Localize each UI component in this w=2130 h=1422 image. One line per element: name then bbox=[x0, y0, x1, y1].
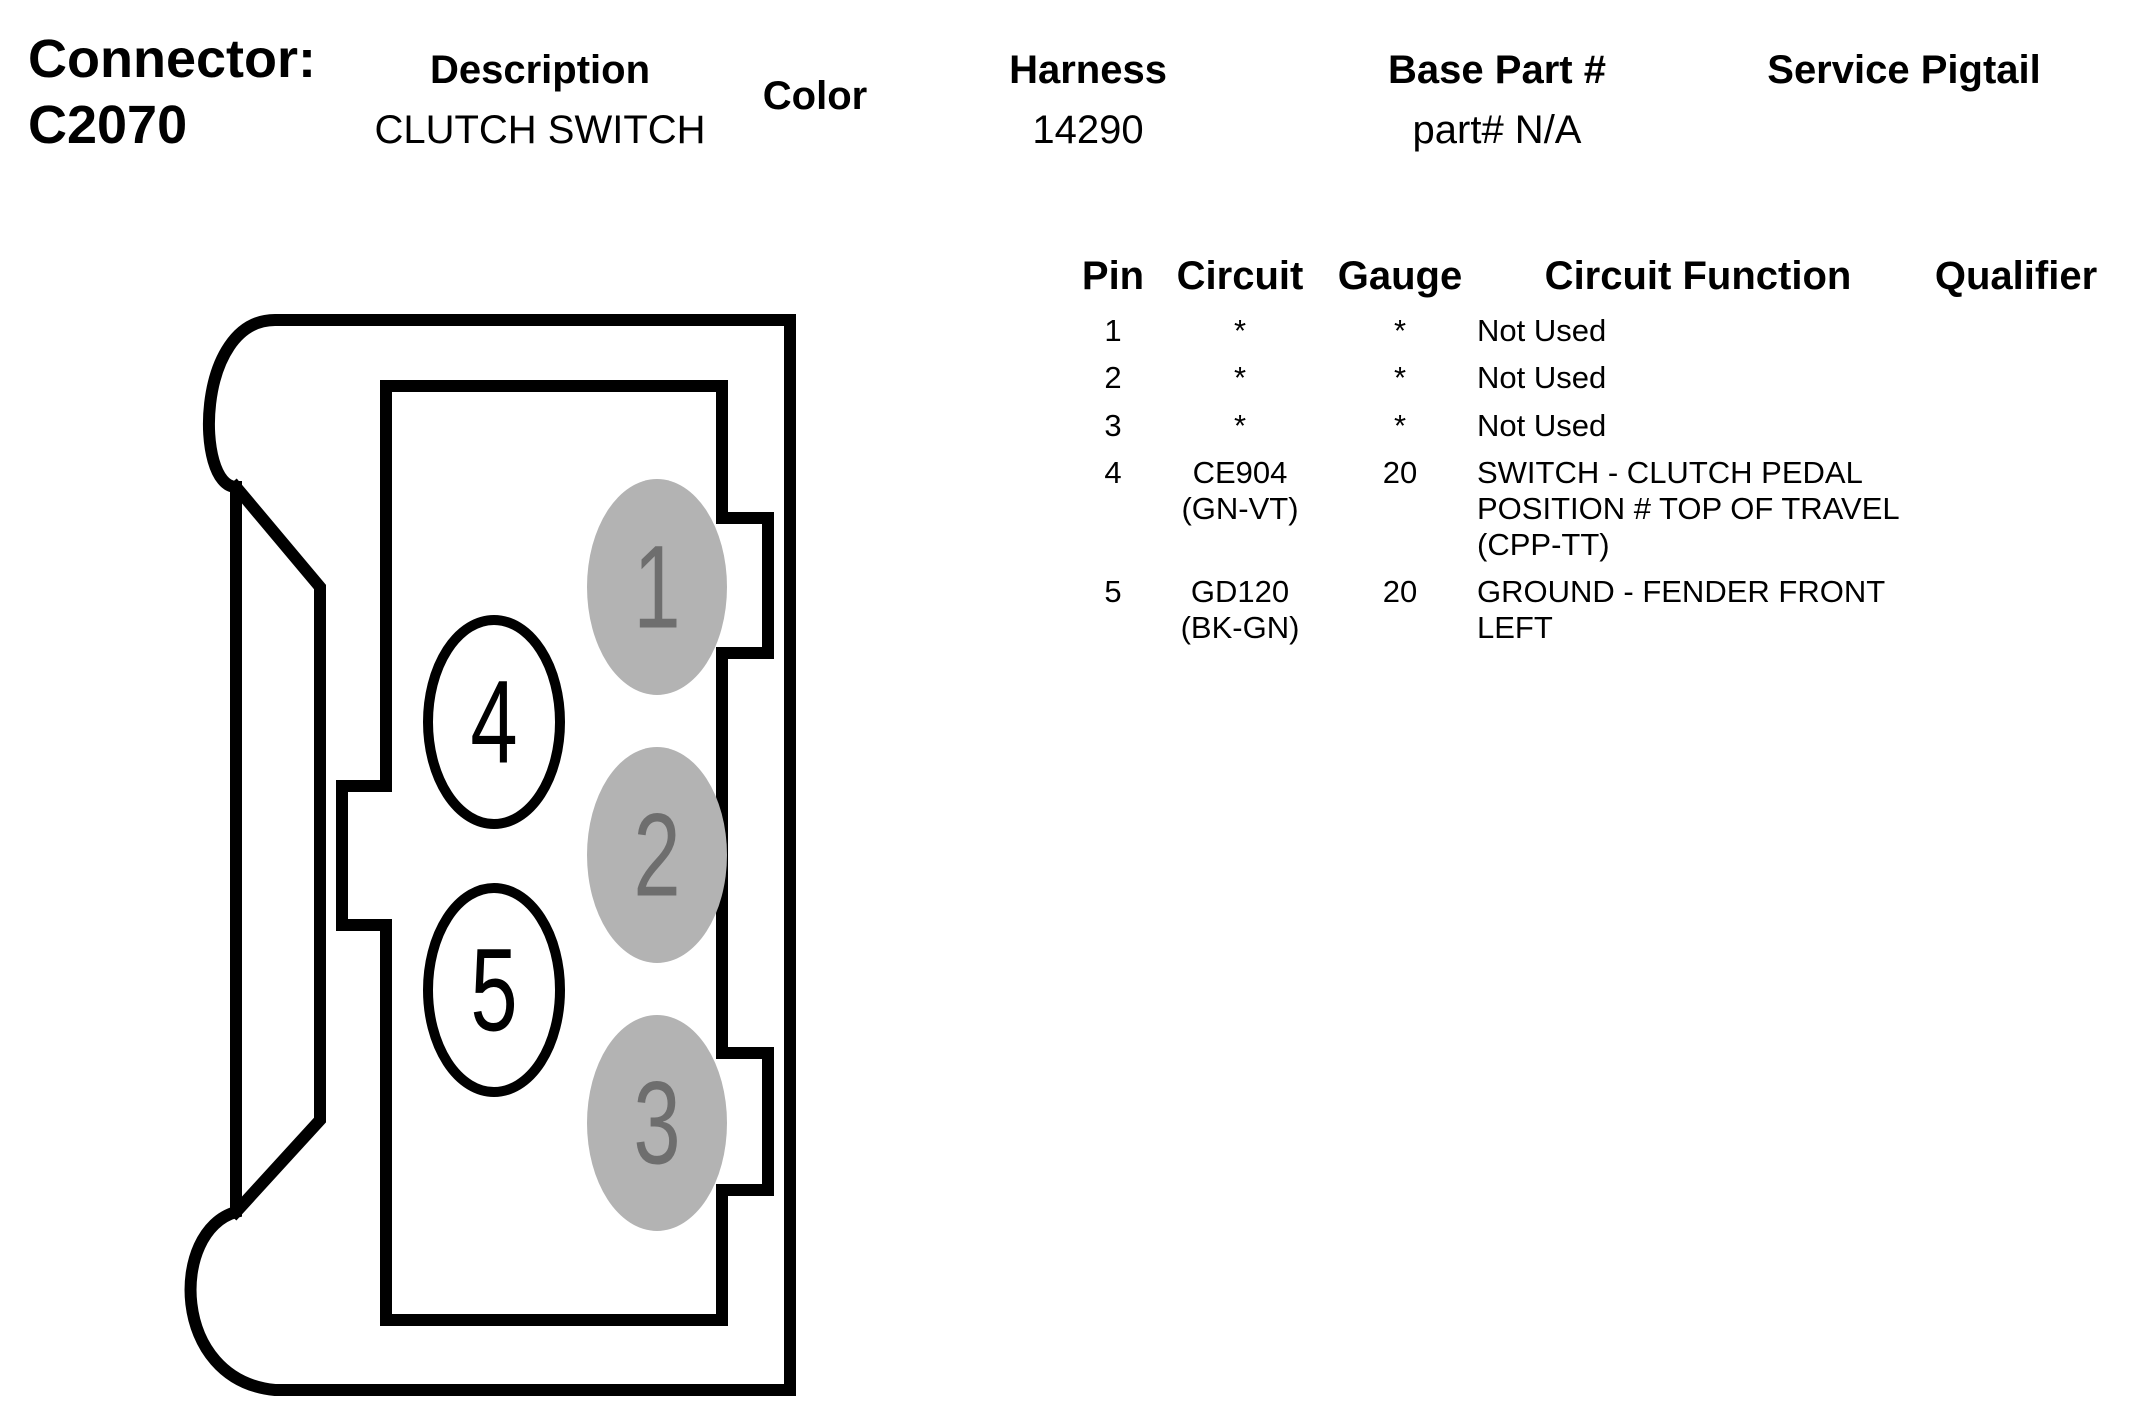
table-header-circuit-function: Circuit Function bbox=[1544, 254, 1852, 298]
pin-5-shape bbox=[423, 883, 565, 1097]
pin-cavity-3: 3 bbox=[587, 1015, 727, 1231]
row-pin: 5 bbox=[1104, 574, 1122, 609]
harness-label: Harness bbox=[1009, 48, 1167, 92]
pin-2-shape bbox=[587, 747, 727, 963]
pin-cavity-4: 4 bbox=[423, 615, 565, 829]
row-circuit: GD120 bbox=[1190, 574, 1290, 609]
base-part-value: part# N/A bbox=[1412, 108, 1582, 152]
row-gauge: * bbox=[1393, 313, 1407, 348]
connector-id: C2070 bbox=[28, 95, 188, 155]
table-header-qualifier: Qualifier bbox=[1934, 254, 2098, 298]
row-circuit: CE904 bbox=[1192, 455, 1288, 490]
description-label: Description bbox=[429, 48, 651, 92]
pin-layer: 1 2 3 4 5 bbox=[423, 479, 727, 1231]
pin-1-shape bbox=[587, 479, 727, 695]
pin-3-shape bbox=[587, 1015, 727, 1231]
housing-left-latch bbox=[227, 478, 326, 1221]
housing-inner-cavity bbox=[336, 380, 774, 1326]
table-header-circuit: Circuit bbox=[1176, 254, 1304, 298]
pin-2-label: 2 bbox=[633, 789, 680, 921]
connector-label: Connector: bbox=[28, 29, 316, 89]
row-gauge: * bbox=[1393, 408, 1407, 443]
row-circuit-color: (BK-GN) bbox=[1180, 610, 1300, 645]
pin-cavity-1: 1 bbox=[587, 479, 727, 695]
pin-1-label: 1 bbox=[633, 521, 680, 653]
row-function: Not Used bbox=[1477, 313, 1607, 348]
row-gauge: 20 bbox=[1382, 574, 1418, 609]
row-pin: 2 bbox=[1104, 360, 1122, 395]
pin-4-label: 4 bbox=[470, 656, 517, 788]
row-circuit: * bbox=[1233, 408, 1247, 443]
pin-4-shape bbox=[423, 615, 565, 829]
row-gauge: 20 bbox=[1382, 455, 1418, 490]
row-function: Not Used bbox=[1477, 408, 1607, 443]
base-part-label: Base Part # bbox=[1388, 48, 1606, 92]
row-function: SWITCH - CLUTCH PEDAL POSITION # TOP OF … bbox=[1477, 455, 1900, 562]
row-pin: 1 bbox=[1104, 313, 1122, 348]
pin-5-label: 5 bbox=[470, 924, 517, 1056]
color-label: Color bbox=[762, 74, 868, 118]
service-pigtail-label: Service Pigtail bbox=[1767, 48, 2041, 92]
row-pin: 4 bbox=[1104, 455, 1122, 490]
row-function: Not Used bbox=[1477, 360, 1607, 395]
pin-3-label: 3 bbox=[633, 1057, 680, 1189]
table-header-gauge: Gauge bbox=[1337, 254, 1463, 298]
harness-value: 14290 bbox=[1032, 108, 1144, 152]
table-header-pin: Pin bbox=[1081, 254, 1145, 298]
row-circuit-color: (GN-VT) bbox=[1181, 491, 1299, 526]
connector-housing-outline bbox=[184, 314, 796, 1396]
row-pin: 3 bbox=[1104, 408, 1122, 443]
row-gauge: * bbox=[1393, 360, 1407, 395]
description-value: CLUTCH SWITCH bbox=[374, 108, 706, 152]
pin-cavity-2: 2 bbox=[587, 747, 727, 963]
row-function: GROUND - FENDER FRONT LEFT bbox=[1477, 574, 1886, 645]
row-circuit: * bbox=[1233, 313, 1247, 348]
row-circuit: * bbox=[1233, 360, 1247, 395]
pin-cavity-5: 5 bbox=[423, 883, 565, 1097]
